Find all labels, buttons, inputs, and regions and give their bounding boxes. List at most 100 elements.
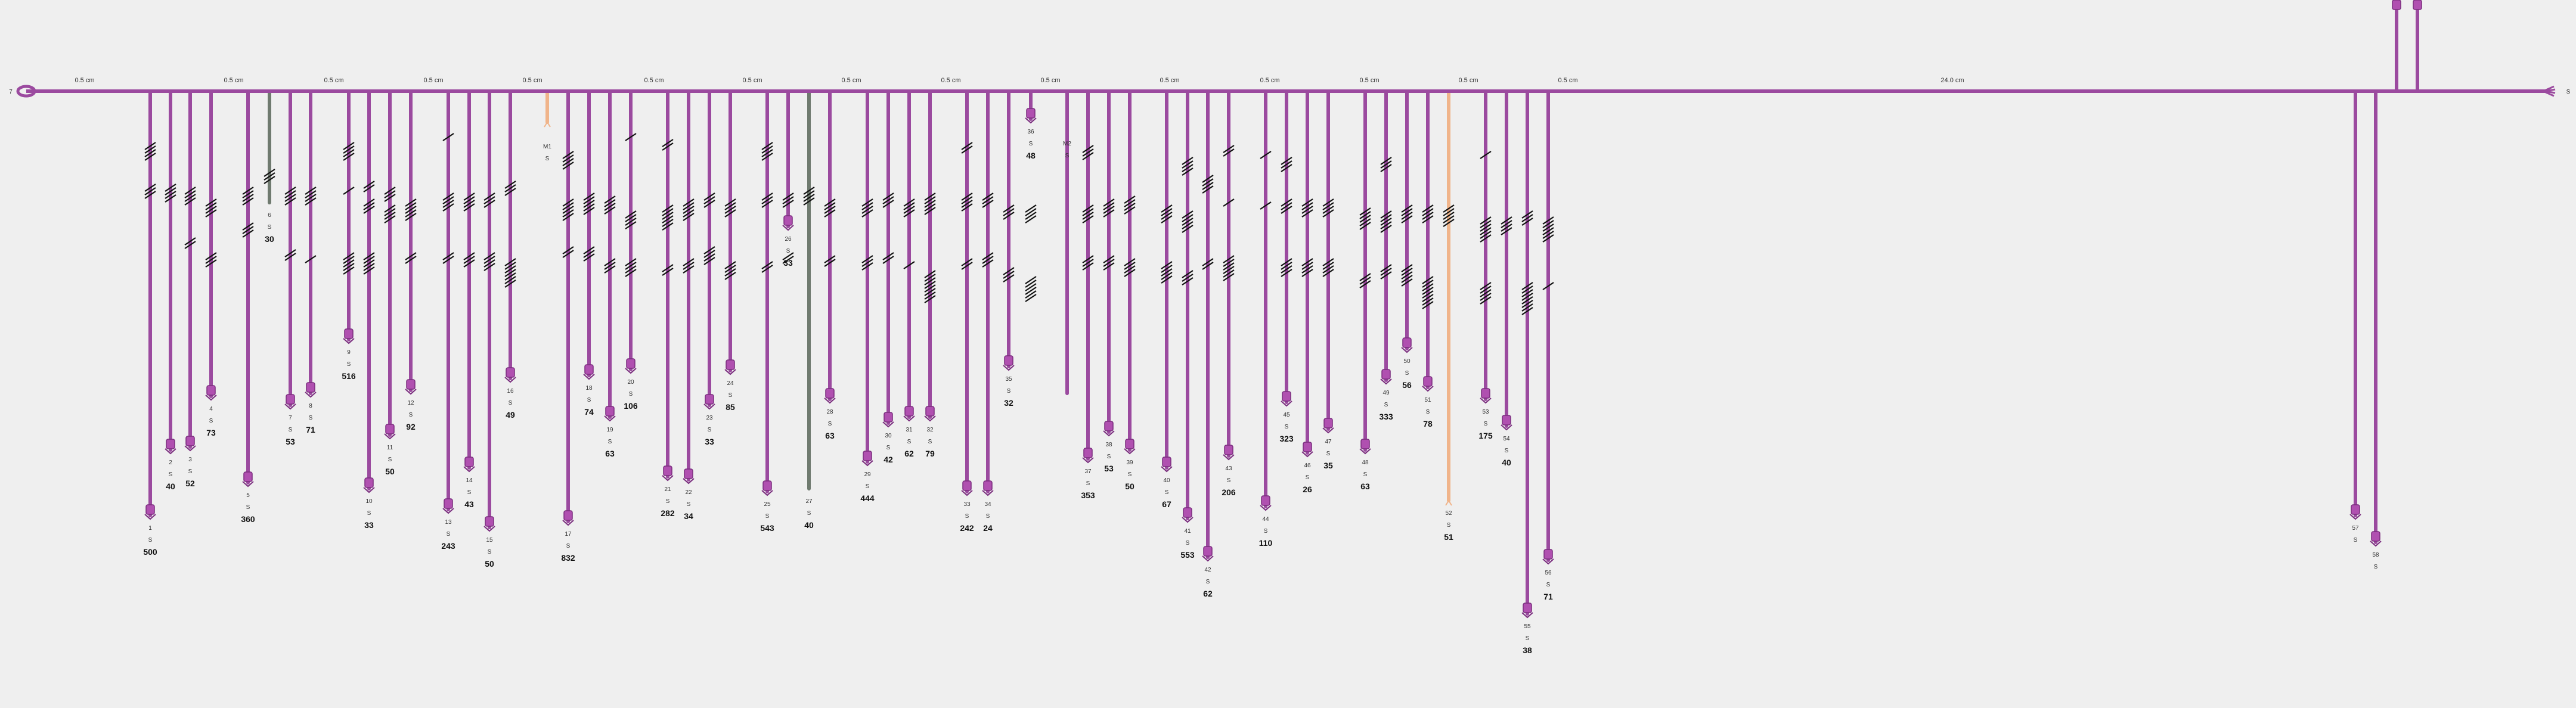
- single-knot-mark: [343, 256, 355, 264]
- single-knot-mark: [504, 181, 516, 189]
- cord-ply-label: S: [687, 501, 691, 508]
- single-knot-mark: [442, 192, 454, 201]
- single-knot-mark: [724, 202, 736, 210]
- cord-ply-label: S: [1128, 471, 1132, 478]
- terminal-knot: [1161, 457, 1173, 473]
- single-knot-mark: [463, 200, 475, 208]
- single-knot-mark: [861, 259, 873, 267]
- single-knot-mark: [803, 197, 815, 206]
- cord-value-label: 360: [241, 514, 255, 524]
- single-knot-mark: [824, 255, 836, 263]
- cord-ply-label: S: [708, 427, 712, 433]
- cord-ply-label: S: [1426, 409, 1430, 415]
- single-knot-mark: [1025, 280, 1037, 288]
- cord-ply-label: S: [488, 549, 492, 555]
- single-knot-mark: [662, 268, 674, 276]
- cord-id-label: 32: [926, 427, 934, 433]
- single-knot-mark: [1301, 265, 1313, 274]
- single-knot-mark: [1103, 198, 1115, 207]
- cord-value-label: 500: [143, 547, 157, 557]
- cord-value-label: 56: [1402, 380, 1412, 390]
- knot-bundle: [504, 258, 516, 288]
- single-knot-mark: [1301, 202, 1313, 210]
- single-knot-mark: [184, 187, 196, 195]
- terminal-knot: [562, 510, 574, 526]
- single-knot-mark: [1025, 204, 1037, 213]
- terminal-knot: [144, 504, 156, 520]
- knot-bundle: [961, 142, 973, 154]
- cord-ply-label: S: [188, 468, 193, 475]
- knot-bundle: [761, 192, 773, 208]
- single-knot-mark: [1103, 202, 1115, 210]
- single-knot-mark: [1182, 164, 1194, 172]
- knot-bundle: [405, 198, 417, 221]
- single-knot-mark: [562, 151, 574, 159]
- terminal-knot: [504, 367, 516, 383]
- single-knot-mark: [504, 262, 516, 270]
- knot-bundle: [363, 181, 375, 192]
- single-knot-mark: [703, 253, 715, 262]
- single-knot-mark: [1161, 272, 1173, 280]
- single-knot-mark: [861, 202, 873, 210]
- single-knot-mark: [662, 204, 674, 213]
- single-knot-mark: [363, 263, 375, 271]
- single-knot-mark: [1082, 212, 1094, 220]
- single-knot-mark: [205, 256, 217, 264]
- terminal-knot: [363, 477, 375, 493]
- single-knot-mark: [1521, 210, 1533, 219]
- single-knot-mark: [504, 280, 516, 288]
- single-knot-mark: [1322, 258, 1334, 266]
- cord-id-label: 18: [585, 385, 593, 392]
- single-knot-mark: [662, 142, 674, 151]
- single-knot-mark: [1182, 160, 1194, 169]
- single-knot-mark: [1082, 255, 1094, 263]
- spacing-label: 0.5 cm: [841, 77, 861, 84]
- cord-id-label: 6: [268, 212, 271, 219]
- single-knot-mark: [961, 145, 973, 154]
- cord-value-label: 34: [684, 511, 693, 521]
- cord-id-label: 16: [507, 388, 514, 395]
- single-knot-mark: [703, 246, 715, 254]
- single-knot-mark: [405, 202, 417, 210]
- spacing-label: 24.0 cm: [1940, 77, 1964, 84]
- single-knot-mark: [184, 197, 196, 206]
- knot-bundle: [782, 192, 794, 208]
- single-knot-mark: [343, 145, 355, 154]
- single-knot-mark: [625, 265, 637, 274]
- knot-bundle: [1401, 264, 1413, 287]
- knot-bundle: [1501, 216, 1512, 235]
- cord-value-label: 52: [185, 479, 195, 488]
- knot-bundle: [924, 192, 936, 215]
- knot-bundle: [1542, 216, 1554, 243]
- single-knot-mark: [1301, 209, 1313, 218]
- single-knot-mark: [683, 202, 695, 210]
- single-knot-mark: [483, 252, 495, 260]
- cord-value-label: 50: [385, 467, 395, 476]
- single-knot-mark: [463, 192, 475, 201]
- terminal-knot: [724, 359, 736, 375]
- single-knot-mark: [463, 252, 475, 260]
- single-knot-mark: [284, 190, 296, 198]
- single-knot-mark: [363, 202, 375, 210]
- single-knot-mark: [1501, 220, 1512, 228]
- single-knot-mark: [343, 263, 355, 271]
- cord-id-label: 36: [1027, 129, 1034, 135]
- single-knot-mark: [662, 215, 674, 223]
- knot-bundle: [562, 151, 574, 170]
- single-knot-mark: [861, 255, 873, 263]
- single-knot-mark: [1161, 265, 1173, 273]
- knot-bundle: [982, 192, 994, 208]
- knot-bundle: [1103, 198, 1115, 218]
- single-knot-mark: [384, 190, 396, 198]
- single-knot-mark: [483, 259, 495, 268]
- single-knot-mark: [1260, 201, 1272, 210]
- single-knot-mark: [1281, 258, 1292, 266]
- single-knot-mark: [1301, 262, 1313, 270]
- single-knot-mark: [1542, 231, 1554, 239]
